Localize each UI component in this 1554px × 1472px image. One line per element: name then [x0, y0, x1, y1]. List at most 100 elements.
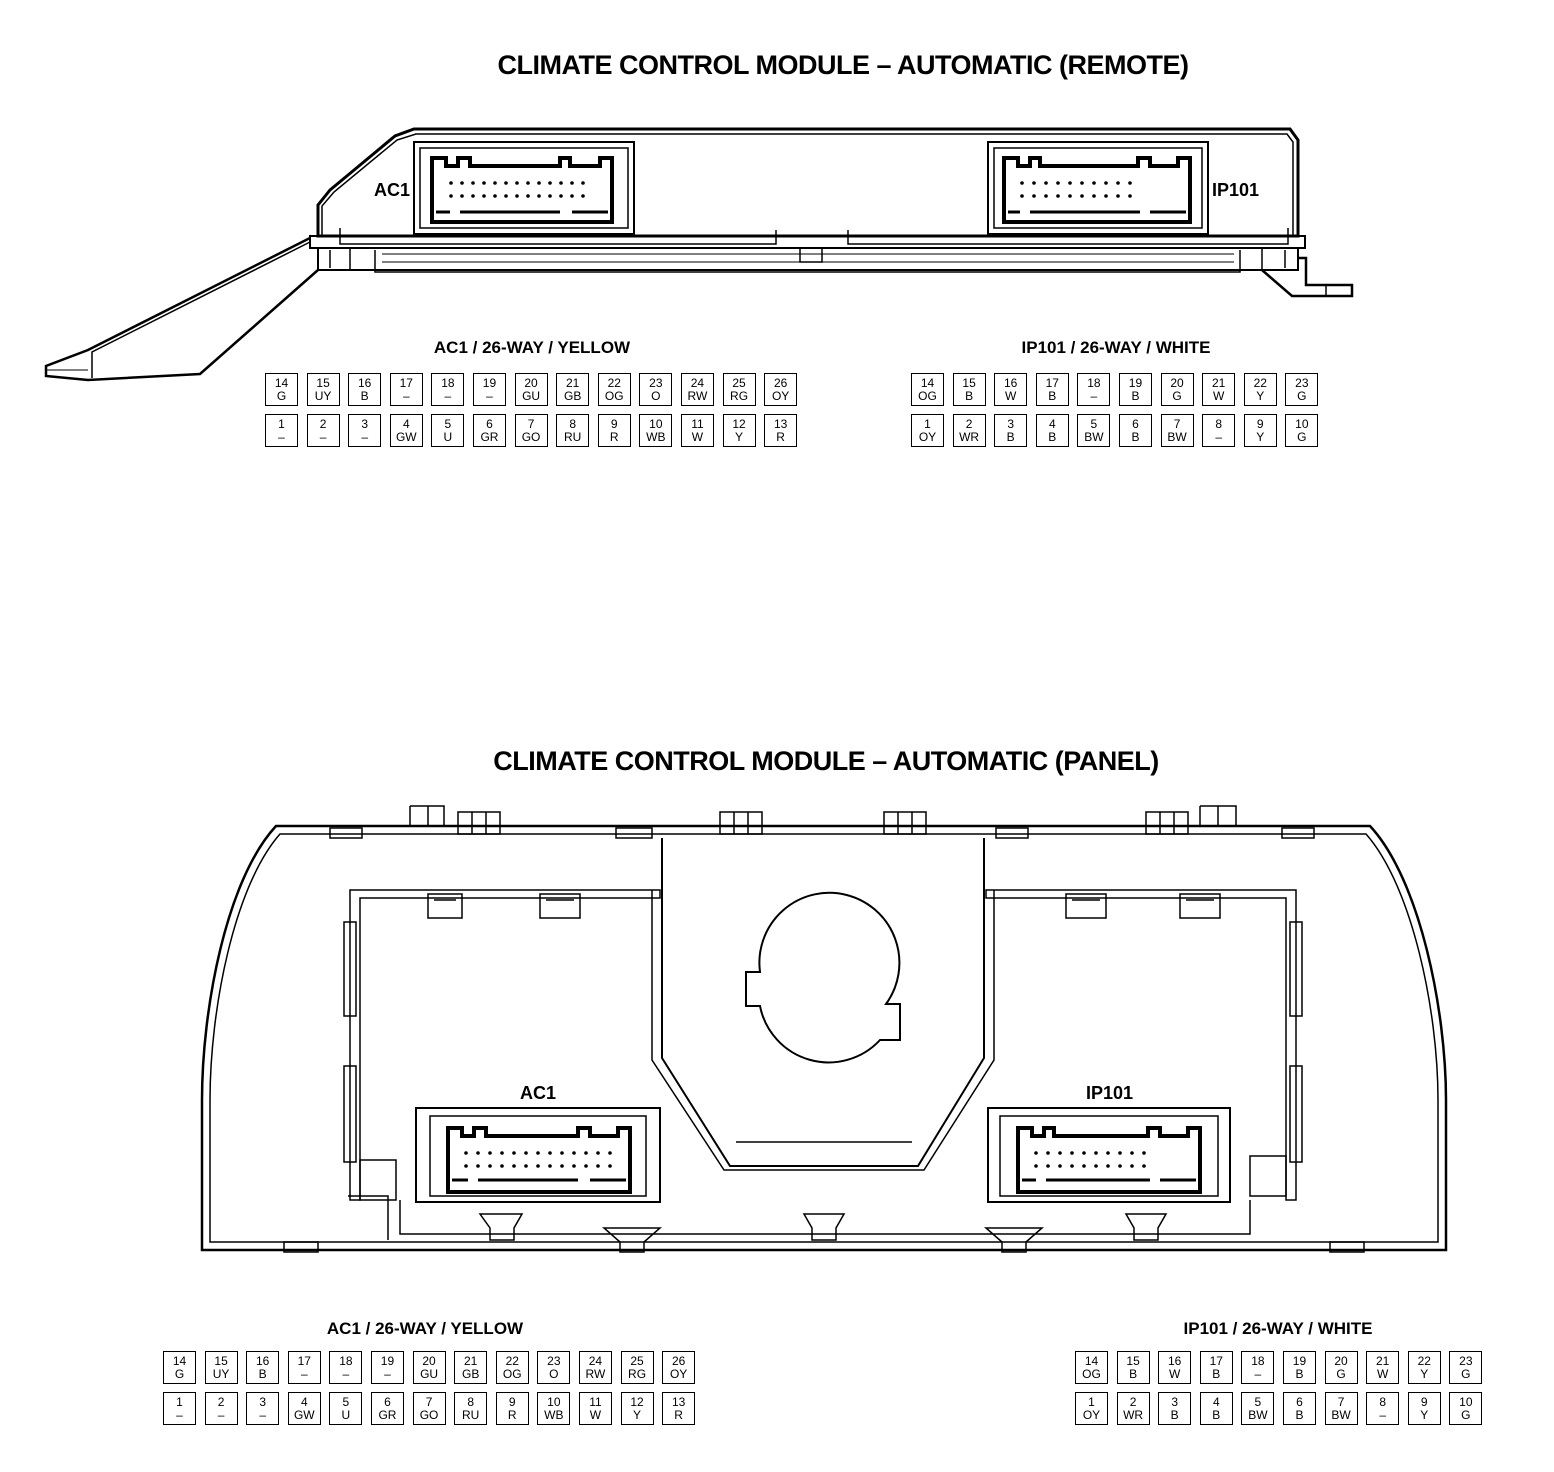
pin-number: 21 [1211, 375, 1226, 390]
panel-ip101-pinout-title: IP101 / 26-WAY / WHITE [1183, 1319, 1373, 1338]
wire-color: WB [646, 429, 666, 444]
panel-ac1-pinout-title: AC1 / 26-WAY / YELLOW [326, 1319, 524, 1338]
pin-number: 13 [773, 416, 788, 431]
pin-number: 14 [920, 375, 935, 390]
wire-color: B [1048, 429, 1057, 444]
pin-cell: 2– [204, 1392, 238, 1425]
wire-color: – [1215, 429, 1222, 444]
pin-number: 6 [384, 1394, 391, 1409]
pin-number: 15 [214, 1353, 228, 1368]
panel-module-title: CLIMATE CONTROL MODULE – AUTOMATIC (PANE… [493, 746, 1159, 776]
wire-color: B [1295, 1366, 1304, 1381]
wire-color: B [965, 388, 974, 403]
wire-color: BW [1084, 429, 1104, 444]
wire-color: UY [314, 388, 332, 403]
pin-number: 9 [508, 1394, 516, 1409]
pin-number: 2 [217, 1394, 225, 1409]
pin-number: 24 [588, 1353, 603, 1368]
wire-color: – [402, 388, 410, 403]
pin-number: 23 [1295, 375, 1309, 390]
wire-color: B [1131, 429, 1140, 444]
pin-number: 19 [1292, 1353, 1307, 1368]
pin-cell: 3– [246, 1392, 280, 1425]
wire-color: O [549, 1366, 559, 1381]
wire-color: – [486, 388, 493, 403]
panel-ac1-label: AC1 [520, 1083, 556, 1103]
pin-number: 4 [1212, 1394, 1220, 1409]
wire-color: WR [1123, 1407, 1144, 1422]
wire-color: GW [395, 429, 417, 444]
wire-color: U [443, 429, 453, 444]
wire-color: BW [1167, 429, 1187, 444]
pin-number: 2 [1129, 1394, 1137, 1409]
remote-ip101-connector [987, 141, 1209, 235]
pin-cell: 18– [431, 373, 465, 406]
pin-cell: 3– [348, 414, 382, 447]
wire-color: – [1254, 1366, 1262, 1381]
wire-color: OY [918, 429, 937, 444]
wire-color: B [1170, 1407, 1179, 1422]
pin-number: 19 [482, 375, 497, 390]
pin-number: 13 [671, 1394, 686, 1409]
wire-color: G [1336, 1366, 1346, 1381]
wire-color: R [609, 429, 619, 444]
pin-number: 15 [962, 375, 976, 390]
wire-color: GO [419, 1407, 439, 1422]
pin-cell: 1– [163, 1392, 196, 1425]
pin-cell: 19– [472, 373, 506, 406]
wire-color: WB [544, 1407, 564, 1422]
wire-color: G [1297, 388, 1307, 403]
pin-number: 20 [1170, 375, 1184, 390]
pin-number: 16 [358, 375, 372, 390]
remote-ip101-label: IP101 [1212, 180, 1259, 200]
wire-color: B [1295, 1407, 1304, 1422]
pin-number: 4 [300, 1394, 308, 1409]
pin-number: 22 [505, 1353, 519, 1368]
pin-number: 7 [1173, 416, 1181, 431]
wire-color: GW [293, 1407, 315, 1422]
wire-color: Y [735, 429, 744, 444]
pin-number: 6 [1296, 1394, 1303, 1409]
wire-color: OG [604, 388, 624, 403]
wire-color: R [776, 429, 785, 444]
pin-number: 21 [1375, 1353, 1390, 1368]
wire-color: GB [461, 1366, 480, 1381]
pin-number: 14 [172, 1353, 187, 1368]
wire-color: W [691, 429, 704, 444]
wire-color: Y [1256, 388, 1265, 403]
pin-number: 3 [361, 416, 369, 431]
remote-ac1-label: AC1 [374, 180, 410, 200]
pin-number: 2 [965, 416, 973, 431]
pin-number: 26 [773, 375, 788, 390]
pin-number: 4 [1048, 416, 1056, 431]
pin-number: 21 [565, 375, 580, 390]
pin-number: 7 [425, 1394, 433, 1409]
